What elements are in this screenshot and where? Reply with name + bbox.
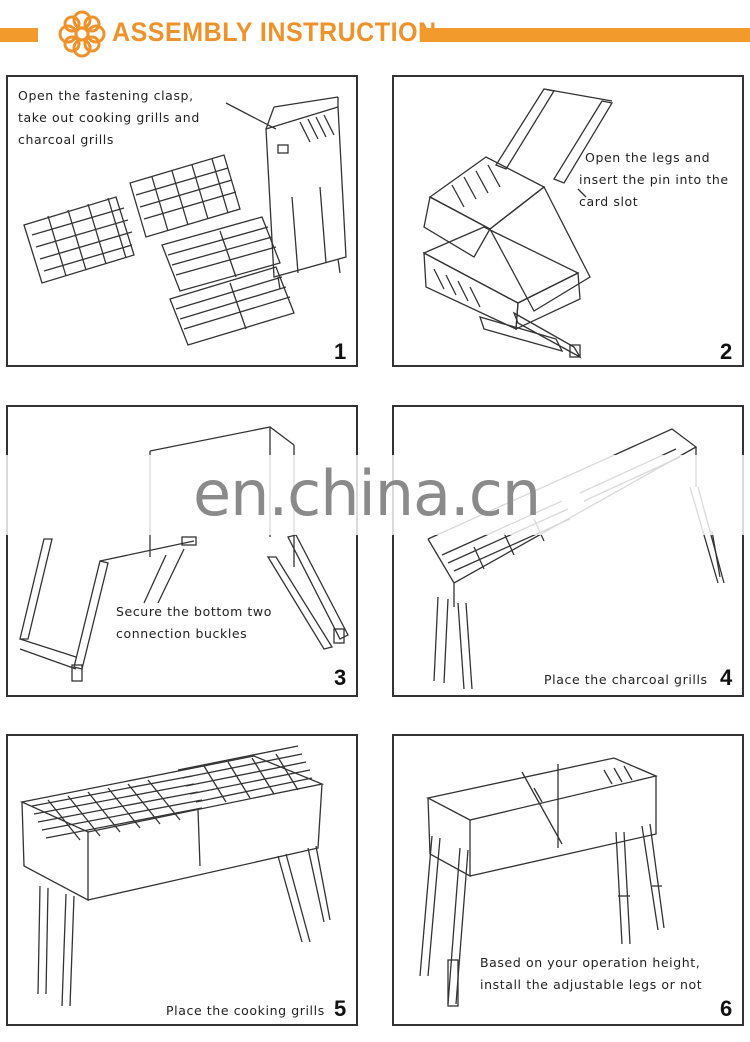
step-3-caption: Secure the bottom two connection buckles	[116, 601, 272, 645]
step-panel-2: Open the legs and insert the pin into th…	[392, 75, 744, 367]
step-4-caption-line: Place the charcoal grills	[544, 672, 708, 687]
step-3-caption-line: Secure the bottom two	[116, 604, 272, 619]
step-3-caption-line: connection buckles	[116, 626, 248, 641]
step-2-illustration	[422, 88, 614, 359]
step-1-caption-line: take out cooking grills and	[18, 110, 200, 125]
step-panel-6: Based on your operation height, install …	[392, 734, 744, 1026]
step-6-illustration	[419, 757, 665, 1007]
step-panel-4: Place the charcoal grills 4	[392, 405, 744, 697]
step-panel-3: Secure the bottom two connection buckles…	[6, 405, 358, 697]
step-5-illustration	[19, 745, 331, 1007]
step-3-illustration	[19, 426, 349, 682]
watermark-text: en.china.cn	[193, 457, 541, 530]
step-6-caption-line: Based on your operation height,	[480, 955, 701, 970]
step-1-caption-line: Open the fastening clasp,	[18, 88, 194, 103]
header-bar-left	[0, 28, 38, 42]
step-number: 6	[720, 996, 733, 1021]
step-4-caption: Place the charcoal grills	[544, 669, 708, 691]
knot-flower-icon	[58, 10, 106, 58]
step-1-illustration	[23, 96, 347, 346]
step-6-caption-line: install the adjustable legs or not	[480, 977, 703, 992]
watermark-band: en.china.cn	[0, 455, 750, 535]
page-title: ASSEMBLY INSTRUCTION	[112, 17, 437, 47]
step-2-caption-line: card slot	[579, 194, 639, 209]
step-number: 1	[334, 339, 347, 364]
step-2-caption: Open the legs and insert the pin into th…	[579, 147, 729, 213]
step-panel-1: Open the fastening clasp, take out cooki…	[6, 75, 358, 367]
step-panel-5: Place the cooking grills 5	[6, 734, 358, 1026]
step-number: 4	[720, 665, 733, 690]
step-6-caption: Based on your operation height, install …	[480, 952, 702, 996]
step-5-caption: Place the cooking grills	[166, 1000, 325, 1022]
header-bar-right	[420, 28, 750, 42]
step-2-caption-line: Open the legs and	[585, 150, 711, 165]
step-5-caption-line: Place the cooking grills	[166, 1003, 325, 1018]
step-1-caption-line: charcoal grills	[18, 132, 114, 147]
step-2-caption-line: insert the pin into the	[579, 172, 729, 187]
header-banner: ASSEMBLY INSTRUCTION	[0, 0, 750, 70]
step-4-illustration	[427, 428, 725, 690]
step-number: 3	[334, 665, 347, 690]
step-number: 2	[720, 339, 733, 364]
step-number: 5	[334, 996, 347, 1021]
step-1-caption: Open the fastening clasp, take out cooki…	[18, 85, 200, 151]
